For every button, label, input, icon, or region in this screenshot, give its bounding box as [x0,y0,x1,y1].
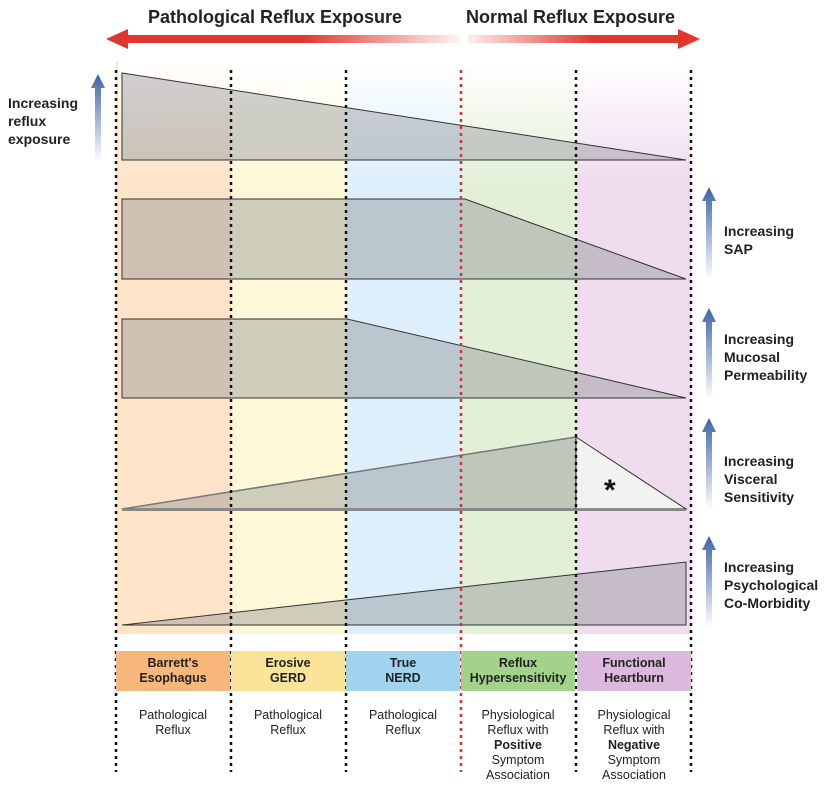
sap-shape [121,198,687,280]
increasing-arrow [702,308,716,398]
pathological-arrow [106,29,460,49]
row-label-line: Sensitivity [724,489,795,505]
desc-line: Physiological [597,708,671,722]
category-label-line: Hypersensitivity [469,671,567,685]
visceral-sensitivity-row-label: Increasing Visceral Sensitivity [724,452,794,506]
row-label-line: Co-Morbidity [724,595,811,611]
category-label-line: Esophagus [139,671,207,685]
desc-line: Pathological [253,708,323,722]
axis-label-line: reflux [8,113,47,129]
desc-line: Pathological [368,708,438,722]
category-label-line: Erosive [265,656,311,670]
desc-barretts-esophagus: Pathological Reflux [116,708,230,738]
sap-row-label: Increasing SAP [724,222,794,258]
top-row-fade [118,62,691,182]
desc-emphasis: Negative [607,738,661,752]
desc-functional-heartburn: Physiological Reflux with Negative Sympt… [577,708,691,783]
column-dividers [114,70,693,772]
side-arrows [91,74,716,626]
desc-line: Reflux [155,723,191,737]
row-label-line: Visceral [724,471,778,487]
category-label-line: Barrett's [147,656,199,670]
desc-line: Association [486,768,550,782]
desc-line: Symptom [607,753,661,767]
row-label-line: Increasing [724,559,795,575]
category-reflux-hypersensitivity: Reflux Hypersensitivity [461,651,575,691]
category-label-line: True [389,656,417,670]
category-label-line: Functional [602,656,666,670]
row-label-line: Increasing [724,331,795,347]
normal-arrow [468,29,700,49]
desc-line: Reflux [385,723,421,737]
desc-true-nerd: Pathological Reflux [346,708,460,738]
category-true-nerd: True NERD [346,651,460,691]
reflux-exposure-arrow [91,74,105,160]
row-label-line: Mucosal [724,349,781,365]
category-label-line: GERD [269,671,307,685]
row-label-line: Psychological [724,577,819,593]
desc-reflux-hypersensitivity: Physiological Reflux with Positive Sympt… [461,708,575,783]
desc-line: Pathological [138,708,208,722]
mucosal-permeability-row-label: Increasing Mucosal Permeability [724,330,807,384]
asterisk-annotation: * [604,474,616,507]
category-functional-heartburn: Functional Heartburn [577,651,691,691]
category-label-line: NERD [385,671,421,685]
category-label-line: Reflux [498,656,538,670]
reflux-exposure-axis-label: Increasing reflux exposure [8,94,78,148]
axis-label-line: exposure [8,131,71,147]
desc-line: Physiological [481,708,555,722]
pathological-reflux-label: Pathological Reflux Exposure [148,7,403,27]
desc-line: Reflux with [487,723,549,737]
desc-line: Reflux [270,723,306,737]
increasing-arrow [702,418,716,508]
desc-line: Reflux with [603,723,665,737]
increasing-arrow [702,187,716,278]
row-label-line: Increasing [724,453,795,469]
psychological-comorbidity-row-label: Increasing Psychological Co-Morbidity [724,558,818,612]
row-label-line: SAP [724,241,753,257]
desc-erosive-gerd: Pathological Reflux [231,708,345,738]
mucosal-permeability-shape [121,318,687,399]
category-erosive-gerd: Erosive GERD [231,651,345,691]
row-label-line: Increasing [724,223,795,239]
reflux-exposure-shape [121,72,687,161]
category-barretts-esophagus: Barrett's Esophagus [116,651,230,691]
row-label-line: Permeability [724,367,808,383]
desc-line: Symptom [491,753,545,767]
category-label-line: Heartburn [604,671,664,685]
axis-label-line: Increasing [8,95,79,111]
psychological-comorbidity-shape [121,561,687,626]
desc-emphasis: Positive [494,738,542,752]
desc-line: Association [602,768,666,782]
normal-reflux-label: Normal Reflux Exposure [466,7,676,27]
increasing-arrow [702,536,716,626]
